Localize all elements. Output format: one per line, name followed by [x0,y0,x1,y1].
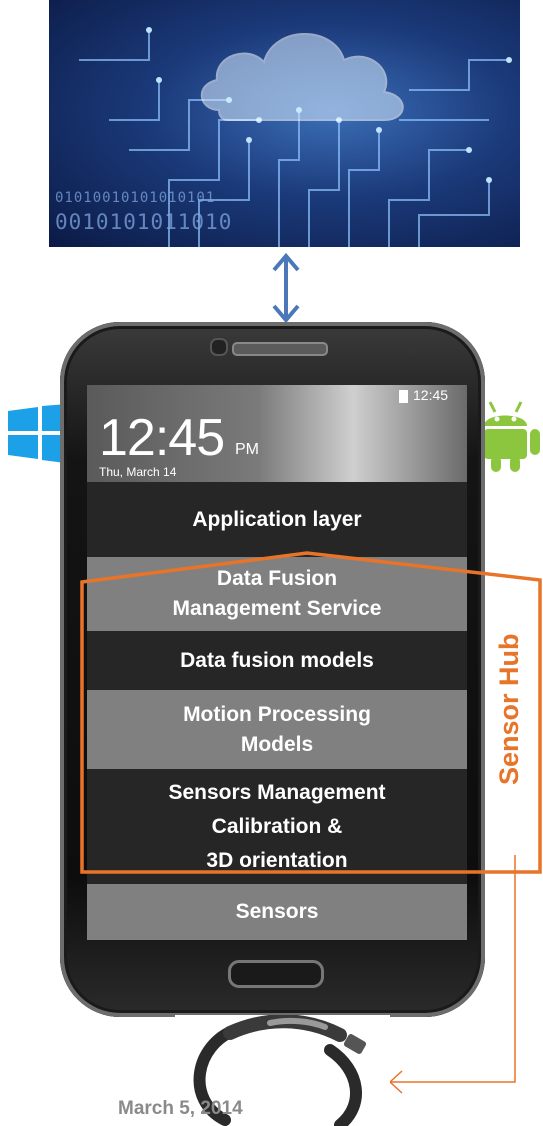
lock-screen-wallpaper: 12:45 12:45 PM Thu, March 14 [87,385,467,482]
layer-data-fusion-service: Data Fusion Management Service [87,557,467,631]
presentation-date: March 5, 2014 [118,1098,243,1119]
sensors-management-line3: 3D orientation [206,848,348,872]
layer-sensors: Sensors [87,884,467,940]
layer-application-label: Application layer [192,507,362,531]
phone-screen: 12:45 12:45 PM Thu, March 14 Application… [87,385,467,940]
status-bar-time: 12:45 [413,387,449,403]
layer-sensors-management: Sensors Management Calibration & 3D orie… [87,769,467,884]
clock-ampm: PM [235,441,259,458]
earpiece-speaker [232,342,328,356]
sensors-label: Sensors [235,900,319,923]
binary-text-1: 01010010101010101 [55,190,216,206]
data-fusion-service-line2: Management Service [172,597,382,620]
battery-icon [399,390,408,403]
layer-data-fusion-models: Data fusion models [87,631,467,690]
lock-screen-clock: 12:45 [99,409,225,467]
binary-text-2: 0010101011010 [55,210,233,234]
data-fusion-service-line1: Data Fusion [216,567,338,590]
home-button[interactable] [228,960,324,988]
sensor-dot [407,345,417,355]
sensors-management-line2: Calibration & [211,814,343,838]
sensor-hub-label: Sensor Hub [494,633,524,785]
lock-screen-date: Thu, March 14 [99,465,177,479]
circuit-board-icon [79,27,512,247]
wearable-band-icon [175,1015,390,1126]
bidirectional-arrow-icon [272,252,300,324]
motion-processing-line2: Models [240,732,314,756]
cloud-circuit-image: 01010010101010101 0010101011010 [49,0,520,247]
front-camera-icon [210,338,228,356]
cloud-icon [200,33,404,121]
data-fusion-models-label: Data fusion models [180,648,374,672]
layer-motion-processing: Motion Processing Models [87,690,467,769]
motion-processing-line1: Motion Processing [183,702,371,726]
layer-application: Application layer [87,482,467,557]
sensors-management-line1: Sensors Management [168,780,386,804]
